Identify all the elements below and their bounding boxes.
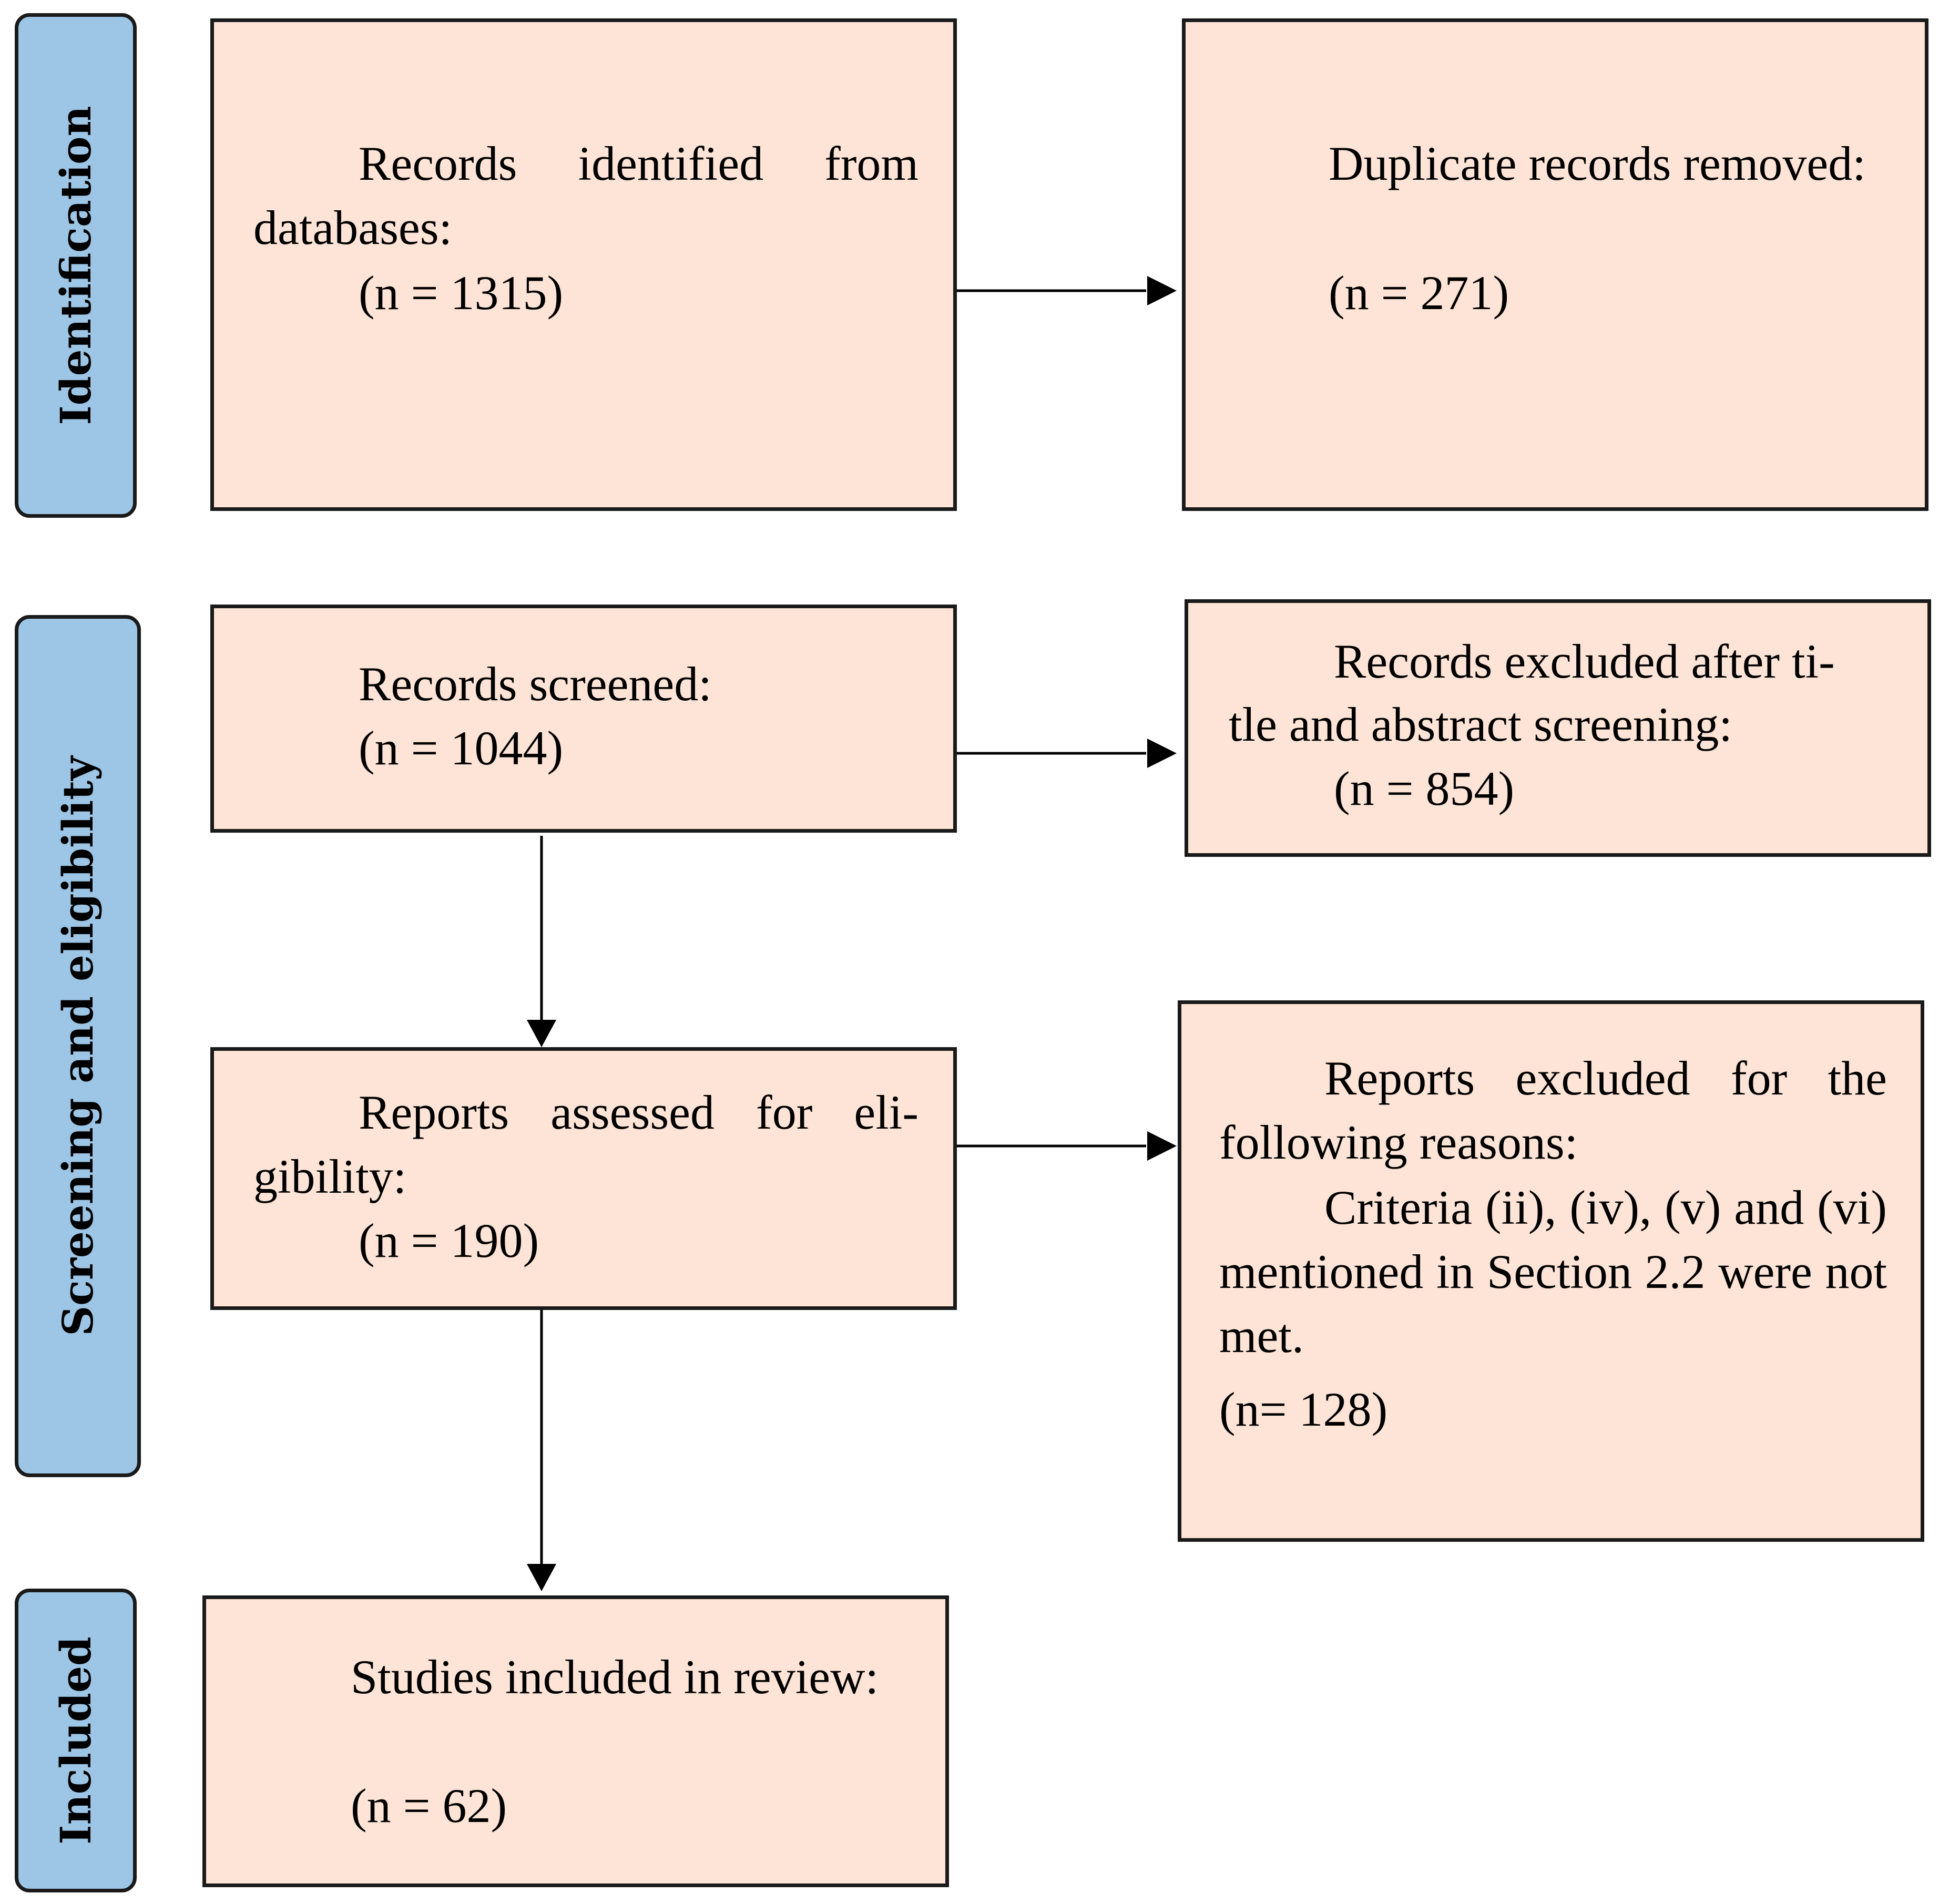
records-screened-count: (n = 1044)	[359, 721, 564, 775]
arrow-screened-to-excluded	[956, 739, 1177, 768]
phase-identification: Identification	[15, 13, 137, 518]
arrow-screened-to-assessed	[527, 836, 556, 1047]
arrow-identified-to-duplicates	[956, 276, 1177, 305]
duplicates-removed-text: Duplicate records re­moved:	[1329, 137, 1866, 190]
reports-assessed-box: Reports assessed for eli­gibility: (n = …	[210, 1047, 957, 1310]
studies-included-text: Studies included in re­view:	[351, 1650, 879, 1704]
phase-screening-label: Screening and eligibility	[53, 756, 103, 1336]
reports-assessed-text: Reports assessed for eli­gibility:	[253, 1086, 919, 1203]
records-excluded-box: Records excluded after ti- tle and abstr…	[1185, 599, 1931, 857]
phase-included-label: Included	[51, 1636, 100, 1845]
duplicates-removed-box: Duplicate records re­moved: (n = 271)	[1182, 18, 1928, 511]
records-identified-box: Records identified from databases: (n = …	[210, 18, 957, 511]
phase-identification-label: Identification	[51, 106, 100, 425]
reports-excluded-intro: Reports excluded for the following reaso…	[1219, 1051, 1887, 1169]
records-identified-text: Records identified from databases:	[253, 137, 919, 254]
arrow-assessed-to-included	[527, 1309, 556, 1591]
studies-included-box: Studies included in re­view: (n = 62)	[202, 1595, 949, 1887]
arrow-assessed-to-excluded	[956, 1131, 1177, 1161]
phase-included: Included	[15, 1589, 137, 1892]
phase-screening: Screening and eligibility	[15, 615, 141, 1477]
records-screened-box: Records screened: (n = 1044)	[210, 605, 957, 833]
records-identified-count: (n = 1315)	[359, 266, 564, 320]
records-screened-text: Records screened:	[359, 657, 712, 711]
duplicates-removed-count: (n = 271)	[1329, 266, 1509, 320]
studies-included-count: (n = 62)	[351, 1779, 507, 1833]
reports-excluded-count: (n= 128)	[1219, 1383, 1388, 1436]
records-excluded-line1: Records excluded after ti-	[1334, 634, 1835, 688]
reports-excluded-criteria: Criteria (ii), (iv), (v) and (vi) mentio…	[1219, 1181, 1887, 1363]
reports-assessed-count: (n = 190)	[359, 1214, 539, 1267]
records-excluded-line2: tle and abstract screening:	[1229, 698, 1732, 751]
records-excluded-count: (n = 854)	[1334, 762, 1515, 815]
reports-excluded-box: Reports excluded for the following reaso…	[1178, 1000, 1924, 1542]
